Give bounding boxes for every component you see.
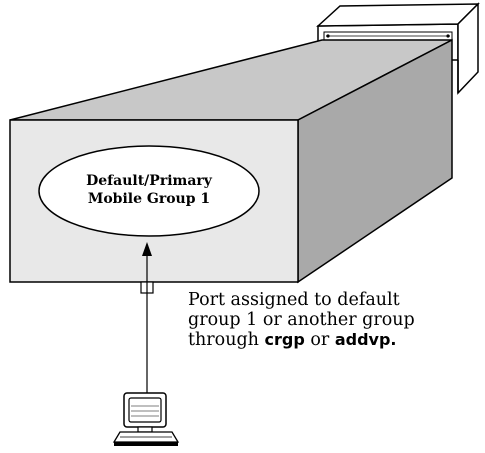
caption-line1: Port assigned to default [188,290,400,310]
caption-line2: group 1 or another group [188,310,415,330]
oval-label-line2: Mobile Group 1 [88,191,210,207]
caption-line3-prefix: through [188,330,265,350]
crgp-command: crgp [264,330,305,349]
addvp-command: addvp. [334,330,397,349]
default-primary-group-oval: Default/Primary Mobile Group 1 [38,145,260,237]
oval-label-line1: Default/Primary [86,173,213,189]
computer-workstation-icon [112,392,180,446]
caption-line3-mid: or [304,330,335,350]
arrow-up-icon [142,242,152,393]
